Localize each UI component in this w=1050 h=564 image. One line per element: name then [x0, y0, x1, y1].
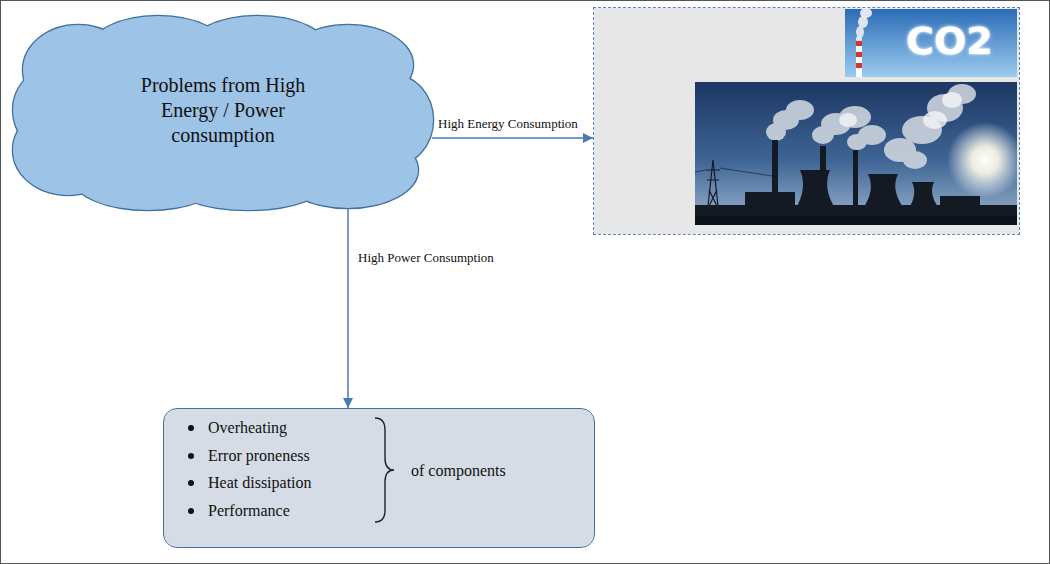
cloud-heading: Problems from High Energy / Power consum…	[123, 73, 323, 148]
panel-ground	[594, 8, 1019, 234]
connector-arrow	[347, 208, 349, 408]
effects-box: OverheatingError pronenessHeat dissipati…	[163, 408, 595, 548]
bullet-dot	[188, 480, 194, 486]
brace-bracket	[375, 418, 394, 522]
list-item: Performance	[208, 501, 290, 521]
power-plant-photo	[695, 82, 1023, 225]
co2-word: CO2	[906, 21, 993, 63]
emission-panel: CO2	[593, 7, 1020, 235]
co2-picture	[845, 8, 1017, 77]
edge-label: High Energy Consumption	[436, 116, 580, 132]
problem-cloud: Problems from High Energy / Power consum…	[8, 10, 438, 215]
box-fill	[164, 409, 594, 547]
bullet-dot	[188, 508, 194, 514]
bullet-dot	[188, 425, 194, 431]
bullet-dot	[188, 453, 194, 459]
connector-arrow	[432, 137, 593, 139]
bracket-note: of components	[411, 461, 506, 481]
edge-label: High Power Consumption	[356, 250, 496, 266]
list-item: Overheating	[208, 418, 287, 438]
list-item: Error proneness	[208, 446, 310, 466]
list-item: Heat dissipation	[208, 473, 312, 493]
